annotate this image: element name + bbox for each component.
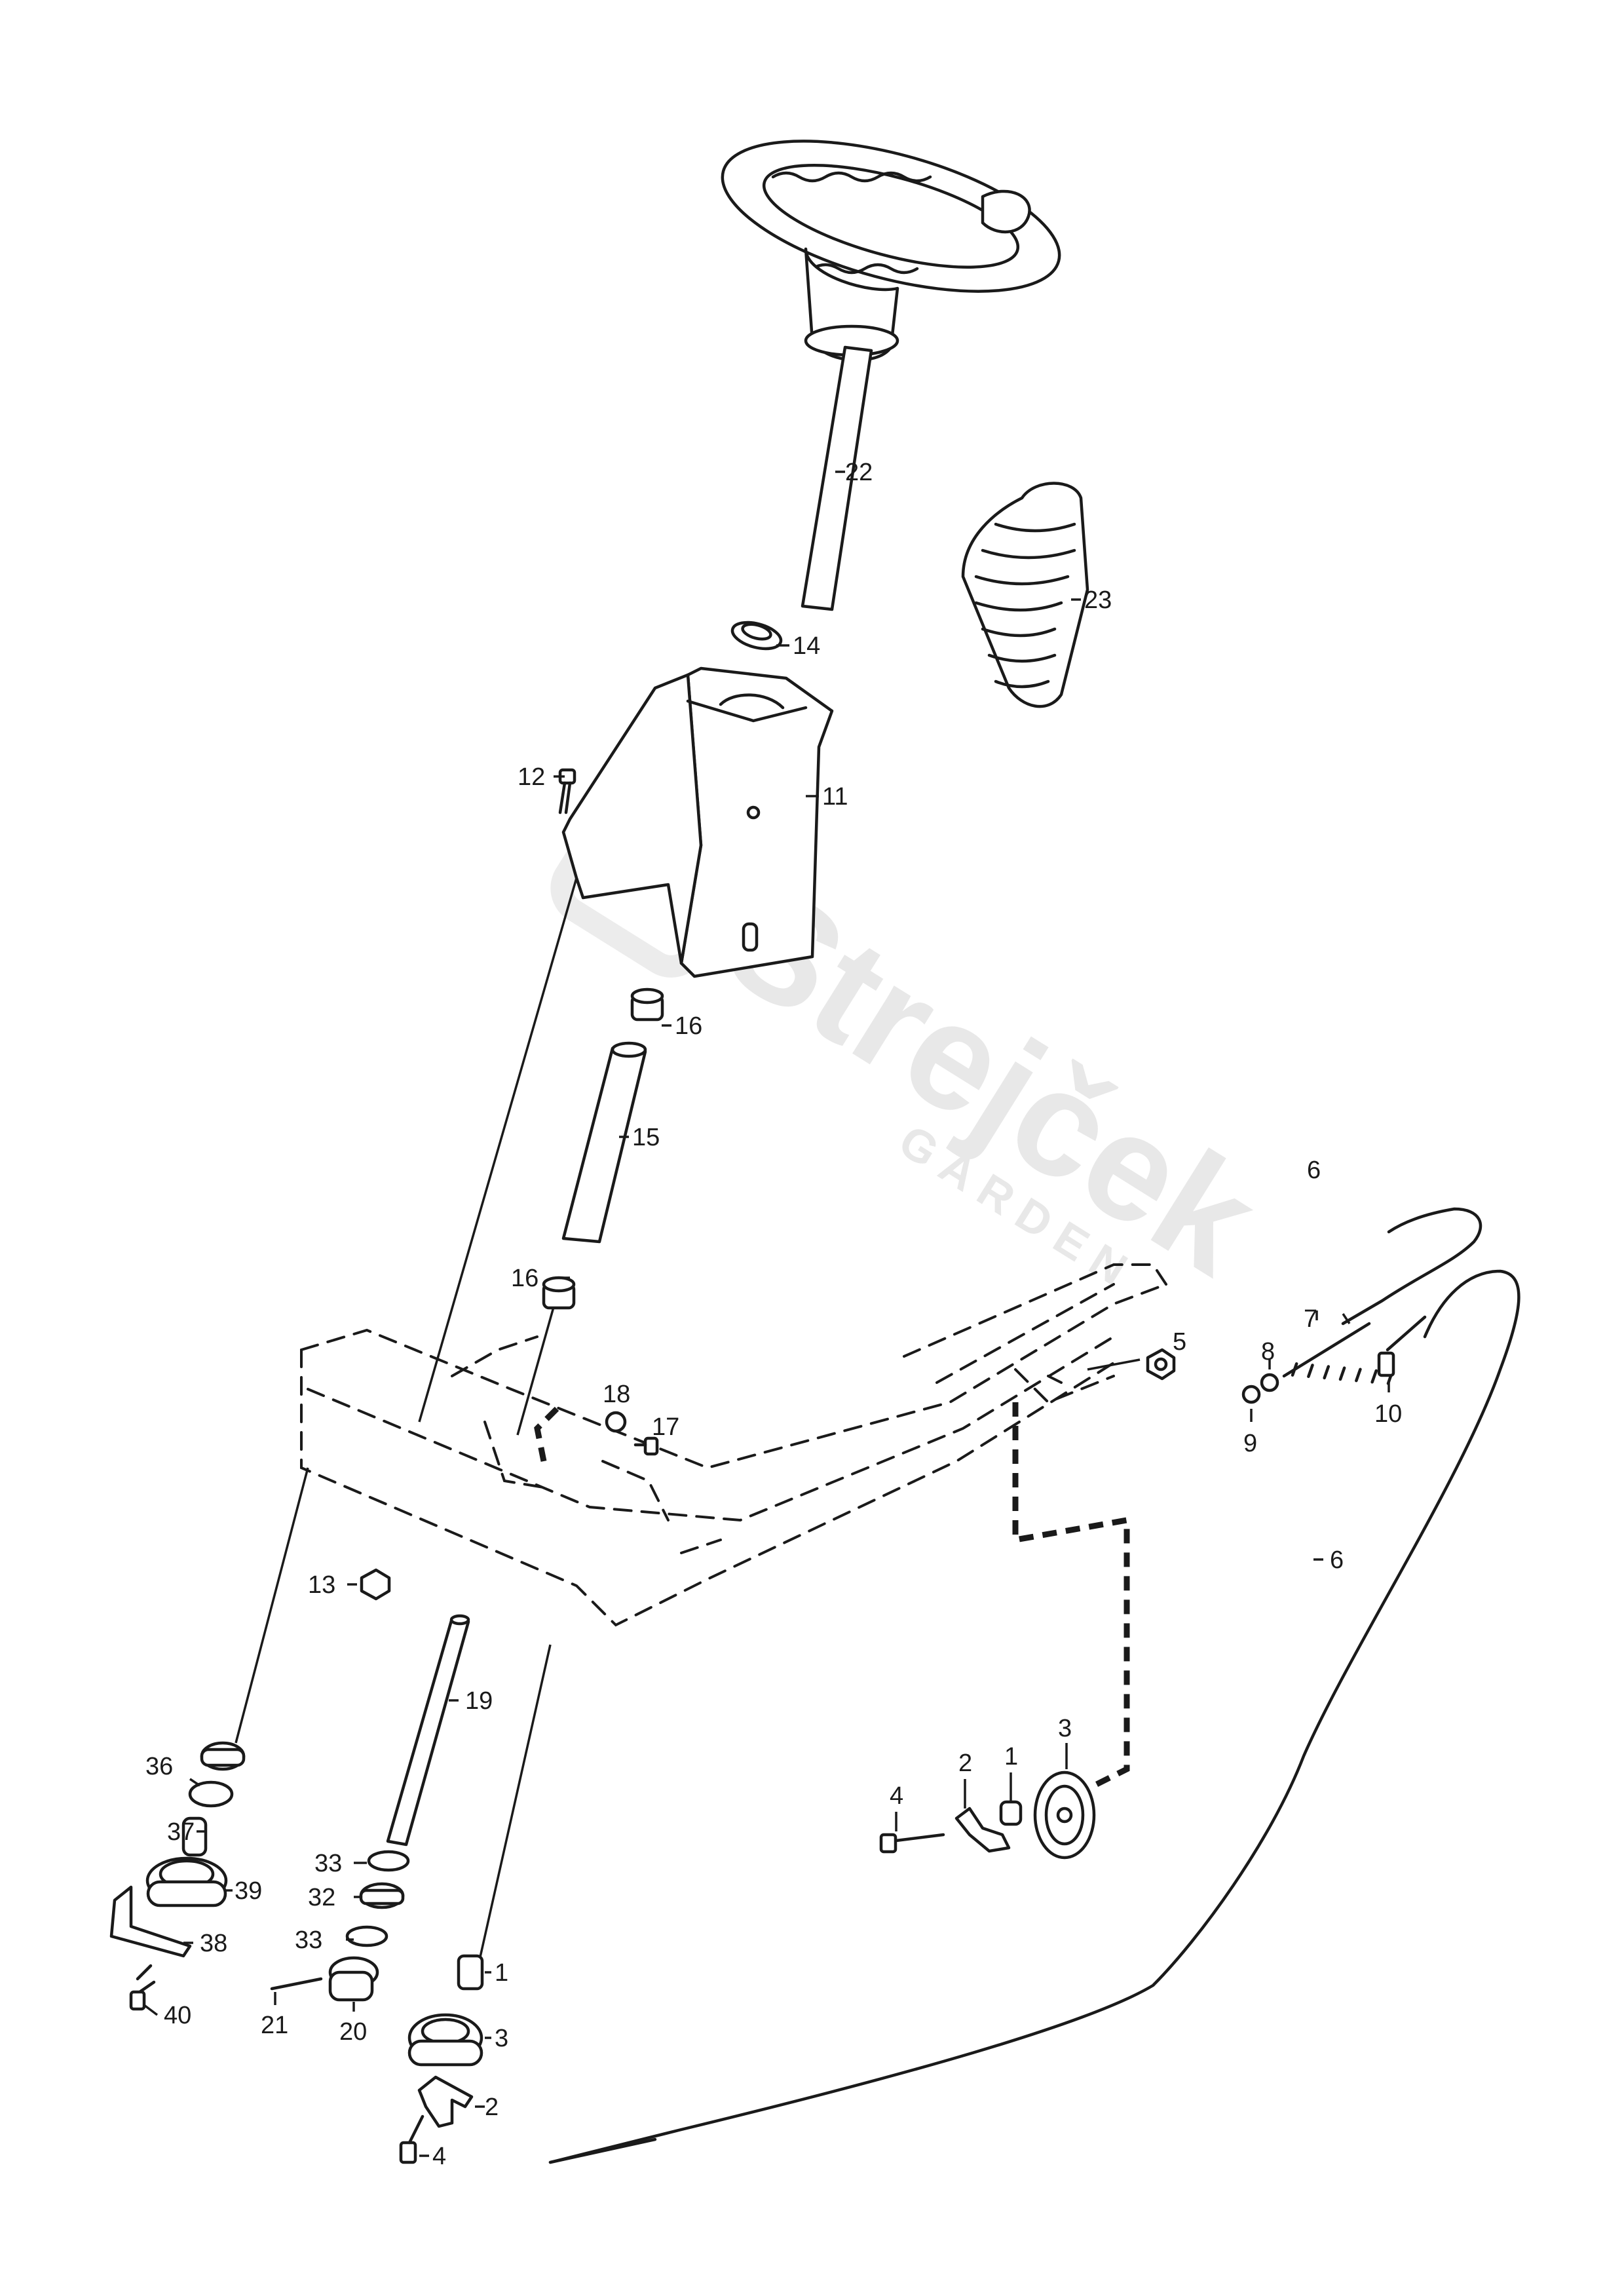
callout-36: 36: [145, 1753, 173, 1780]
bolt-12: [558, 768, 576, 814]
callout-18: 18: [603, 1381, 630, 1408]
bushing-16-upper: [630, 987, 664, 1022]
callout-40: 40: [164, 2002, 191, 2029]
pulley-assembly-center: [270, 1850, 410, 2002]
callout-2-right: 2: [958, 1750, 972, 1777]
callout-2-bottom: 2: [485, 2094, 499, 2121]
callout-1-bottom: 1: [495, 1959, 508, 1987]
callout-16-upper: 16: [675, 1012, 702, 1040]
bushing-16-lower: [542, 1276, 576, 1310]
callout-20: 20: [339, 2018, 367, 2046]
callout-6-right: 6: [1330, 1546, 1344, 1574]
callout-37: 37: [167, 1818, 195, 1846]
steering-wheel-22: [721, 140, 1061, 611]
callout-38: 38: [200, 1930, 227, 1957]
callout-33-top: 33: [314, 1850, 342, 1877]
rod-upper: [534, 1406, 559, 1462]
callout-14: 14: [793, 632, 820, 660]
pulley-assembly-left: [109, 1741, 246, 2011]
callout-39: 39: [235, 1877, 262, 1905]
rubber-boot-23: [961, 482, 1089, 708]
callout-7: 7: [1304, 1305, 1317, 1333]
callout-33-bottom: 33: [295, 1926, 322, 1954]
callout-32: 32: [308, 1884, 335, 1911]
callouts: 22 23 14 11 12 16 15 16 6 7 8 9 10 5 6 1…: [145, 459, 1402, 2170]
leader-frame-to-pulley-left: [235, 1467, 309, 1744]
callout-17: 17: [652, 1413, 679, 1441]
pulley-assembly-bottom: [399, 1954, 484, 2164]
spring-7: [1282, 1322, 1394, 1385]
callout-22: 22: [845, 459, 873, 486]
callout-19: 19: [465, 1687, 493, 1715]
washer-bolt-17-18: [605, 1411, 659, 1456]
callout-11: 11: [822, 783, 848, 811]
steering-tube-15: [561, 1041, 647, 1244]
nut-5: [1146, 1348, 1176, 1381]
nut-13: [360, 1568, 391, 1601]
leader-frame-to-nut: [1087, 1358, 1141, 1371]
callout-3-right: 3: [1058, 1715, 1072, 1742]
bushing-14: [730, 621, 783, 651]
tractor-frame: [300, 1263, 1167, 1627]
callout-21: 21: [261, 2012, 288, 2039]
callout-leaders: [143, 470, 1390, 2157]
callout-3-bottom: 3: [495, 2025, 508, 2052]
callout-9: 9: [1243, 1430, 1257, 1457]
pulley-assembly-right: [879, 1770, 1096, 1860]
callout-16-lower: 16: [511, 1265, 538, 1292]
leader-frame-to-pulley-center: [477, 1644, 552, 1966]
leader-bracket-to-frame: [418, 877, 578, 1423]
callout-4-right: 4: [890, 1782, 903, 1810]
console-bracket-11: [561, 666, 834, 978]
callout-5: 5: [1173, 1328, 1186, 1356]
callout-4-bottom: 4: [432, 2143, 446, 2170]
callout-15: 15: [632, 1124, 660, 1151]
shaft-19: [386, 1614, 470, 1846]
callout-6-top: 6: [1307, 1157, 1321, 1184]
leader-bushing-to-frame: [516, 1307, 555, 1436]
hardware-8-9-10: [1241, 1315, 1427, 1404]
callout-8: 8: [1261, 1338, 1275, 1366]
cable-6: [548, 1207, 1520, 2164]
callout-12: 12: [518, 763, 545, 791]
callout-1-right: 1: [1004, 1743, 1018, 1770]
callout-23: 23: [1084, 586, 1112, 614]
callout-13: 13: [308, 1571, 335, 1599]
callout-10: 10: [1374, 1400, 1402, 1428]
